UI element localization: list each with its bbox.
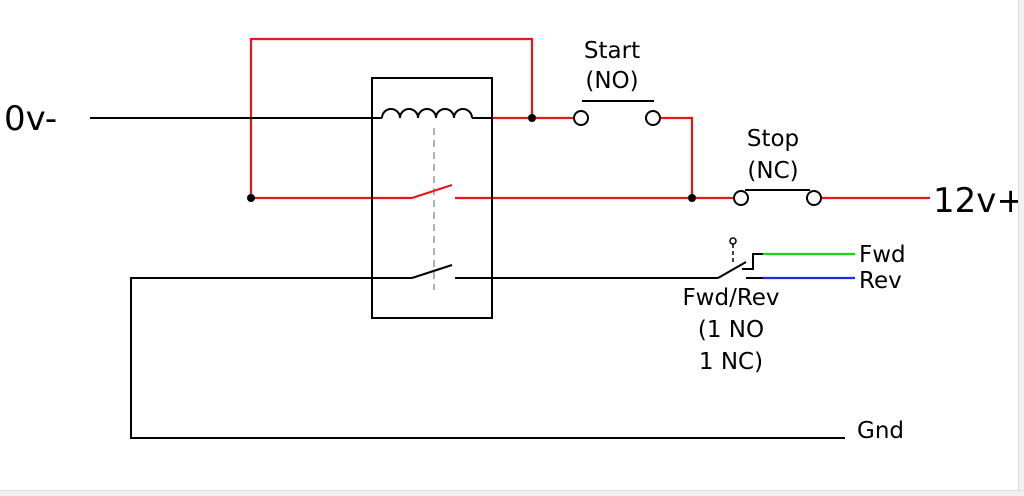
pushbutton-no-icon — [573, 100, 661, 126]
start-type-label: (NO) — [585, 68, 638, 94]
relay-coil-icon — [381, 108, 492, 119]
latch-contact-blade — [411, 183, 453, 200]
second-contact-blade — [411, 264, 453, 279]
stop-type-label: (NC) — [747, 158, 798, 184]
start-to-stop-wire — [661, 116, 694, 198]
supply-positive-label: 12v+ — [933, 181, 1024, 221]
fwd-output-label: Fwd — [859, 242, 906, 268]
stop-button-label: Stop — [747, 126, 799, 152]
selector-contacts-line-2: 1 NC) — [699, 349, 763, 375]
gnd-output-label: Gnd — [857, 418, 904, 444]
relay-box-icon — [371, 77, 493, 319]
selector-contacts-line-1: (1 NO — [698, 317, 764, 343]
power-circuit — [90, 117, 845, 439]
window-border-right — [1018, 0, 1024, 495]
junction-dot — [528, 114, 536, 122]
junction-dots — [247, 114, 696, 202]
gnd-wire — [130, 277, 845, 439]
start-button-label: Start — [584, 38, 640, 64]
selector-label: Fwd/Rev — [682, 285, 779, 311]
pushbutton-nc-icon — [733, 189, 822, 206]
changeover-switch-icon — [717, 237, 855, 280]
rev-output-label: Rev — [859, 268, 902, 294]
supply-negative-label: 0v- — [4, 99, 57, 139]
junction-dot — [247, 194, 255, 202]
window-border-bottom — [0, 490, 1024, 496]
junction-dot — [688, 194, 696, 202]
